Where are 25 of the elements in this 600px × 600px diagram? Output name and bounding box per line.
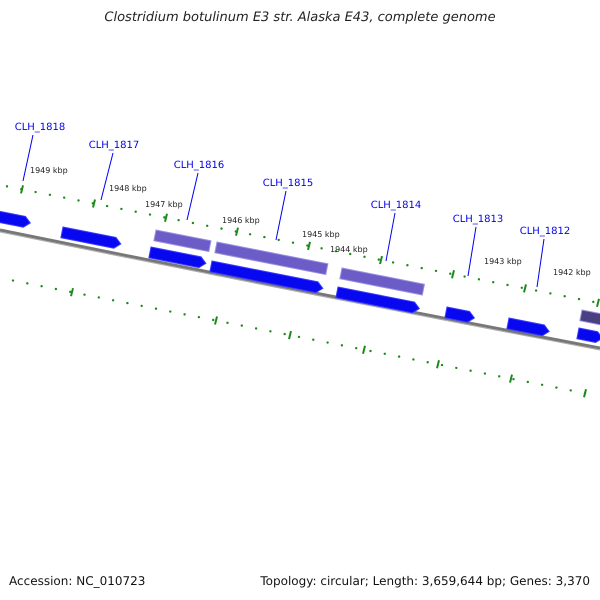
footer-text: Accession: NC_010723: [9, 574, 146, 588]
leader-line: [386, 212, 396, 262]
leader-line: [468, 226, 476, 276]
position-label: 1944 kbp: [330, 245, 368, 255]
gene-label: CLH_1818: [14, 122, 66, 134]
leader-line: [186, 172, 198, 220]
gene-label: CLH_1813: [452, 214, 504, 226]
leader-line: [536, 238, 544, 288]
gene-label: CLH_1812: [520, 226, 570, 238]
map-title: Clostridium botulinum E3 str. Alaska E43, complete genome: [103, 10, 497, 25]
gene-label: CLH_1815: [262, 178, 314, 190]
gene-label: CLH_1814: [370, 200, 422, 212]
position-label: 1945 kbp: [302, 230, 340, 240]
position-label: 1948 kbp: [109, 184, 147, 194]
position-label: 1947 kbp: [145, 200, 183, 210]
gene-label: CLH_1817: [88, 140, 140, 152]
leader-line: [22, 134, 34, 182]
position-label: 1942 kbp: [553, 268, 591, 278]
gene-label: CLH_1816: [174, 160, 224, 172]
leader-line: [100, 152, 114, 200]
position-label: 1949 kbp: [30, 166, 68, 176]
leader-line: [276, 190, 286, 240]
position-label: 1946 kbp: [222, 216, 260, 226]
position-label: 1943 kbp: [484, 257, 522, 267]
footer-text: Topology: circular; Length: 3,659,644 bp; Genes: 3,370: [260, 574, 590, 588]
